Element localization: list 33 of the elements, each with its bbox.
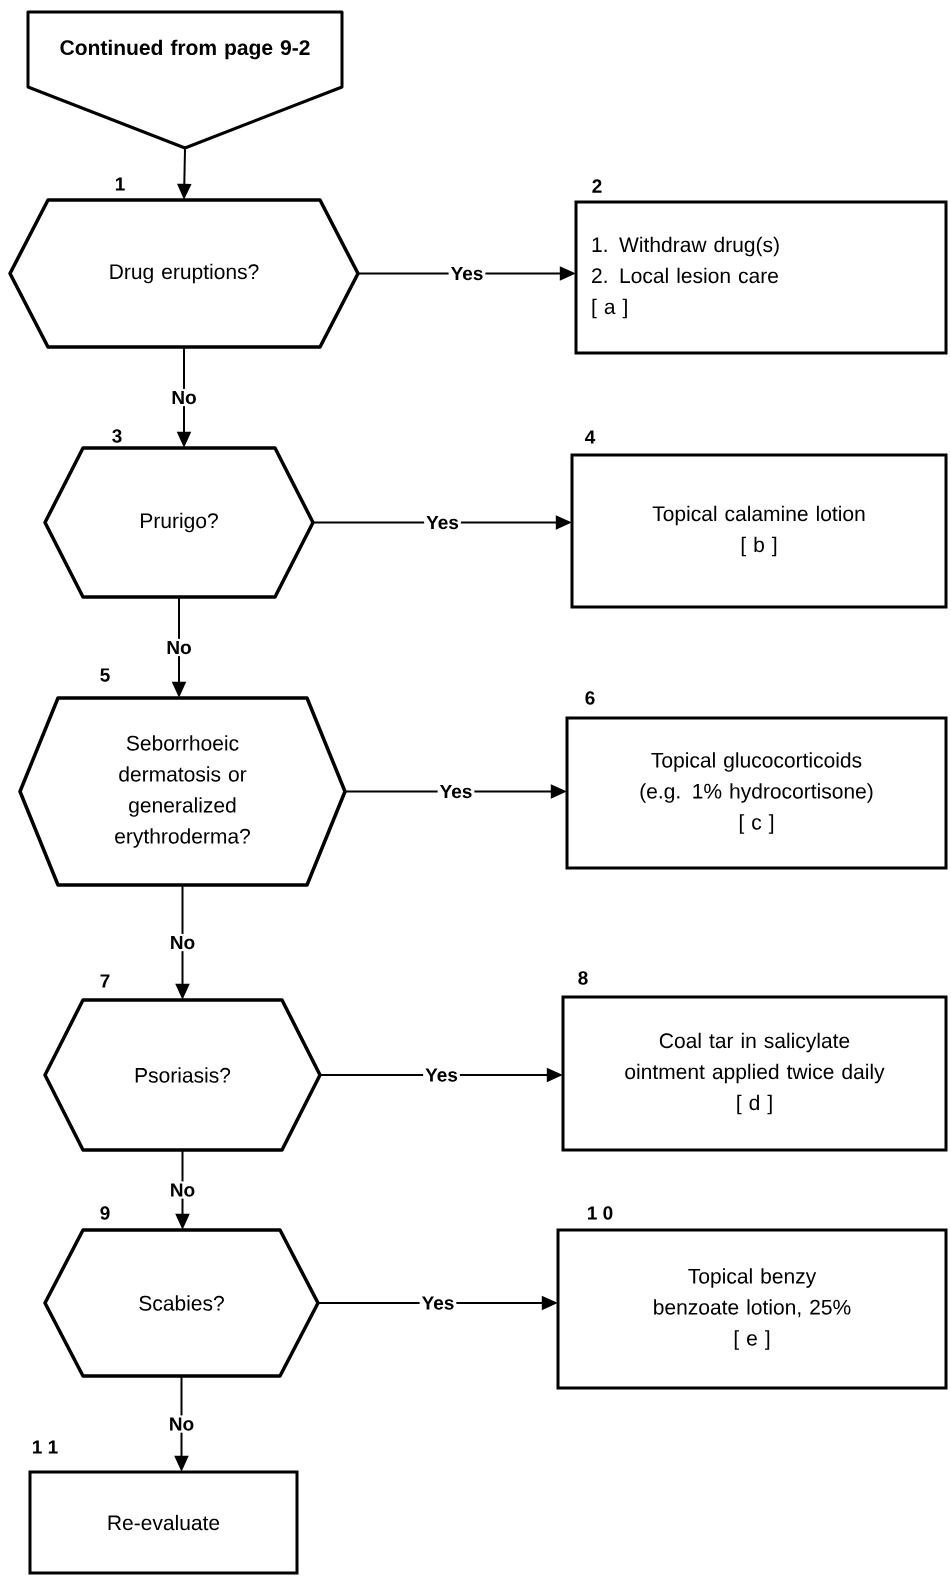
- process-box: 1. Withdraw drug(s) 2. Local lesion care [ a ]: [574, 200, 948, 355]
- decision-hexagon: Prurigo?: [43, 446, 315, 599]
- edge-label: Yes: [419, 1294, 457, 1312]
- decision-hexagon: Psoriasis?: [43, 998, 322, 1152]
- step-number: 9: [100, 1206, 110, 1220]
- decision-hexagon: Drug eruptions?: [8, 198, 360, 349]
- edge-label: No: [167, 1181, 198, 1199]
- edge-label: Yes: [424, 513, 461, 532]
- edge-label: No: [169, 388, 199, 407]
- step-number: 6: [585, 691, 595, 705]
- step-number: 3: [112, 429, 122, 443]
- step-number: 8: [578, 971, 588, 985]
- edge-label: No: [164, 638, 194, 657]
- edge-label: Yes: [437, 782, 475, 801]
- step-number: 1 0: [588, 1206, 613, 1220]
- decision-hexagon: Seborrhoeic dermatosis or generalized erythroderma?: [18, 696, 347, 887]
- decision-hexagon: Scabies?: [43, 1228, 320, 1378]
- process-box: Re-evaluate: [28, 1470, 299, 1575]
- off-page-connector: Continued from page 9-2: [26, 10, 344, 150]
- edge-label: No: [167, 933, 198, 952]
- process-box: Topical benzy benzoate lotion, 25% [ e ]: [556, 1228, 948, 1390]
- step-number: 1: [115, 177, 125, 191]
- step-number: 4: [585, 430, 596, 444]
- process-box: Coal tar in salicylate ointment applied twice daily [ d ]: [561, 995, 948, 1152]
- edge-label: No: [166, 1415, 197, 1433]
- edge-label: Yes: [423, 1066, 460, 1084]
- edge-label: Yes: [448, 264, 486, 283]
- step-number: 1 1: [33, 1440, 58, 1454]
- step-number: 7: [100, 974, 110, 988]
- process-box: Topical glucocorticoids (e.g. 1% hydrocortisone) [ c ]: [565, 716, 948, 870]
- step-number: 5: [100, 668, 110, 682]
- process-box: Topical calamine lotion [ b ]: [570, 453, 948, 609]
- step-number: 2: [592, 179, 602, 193]
